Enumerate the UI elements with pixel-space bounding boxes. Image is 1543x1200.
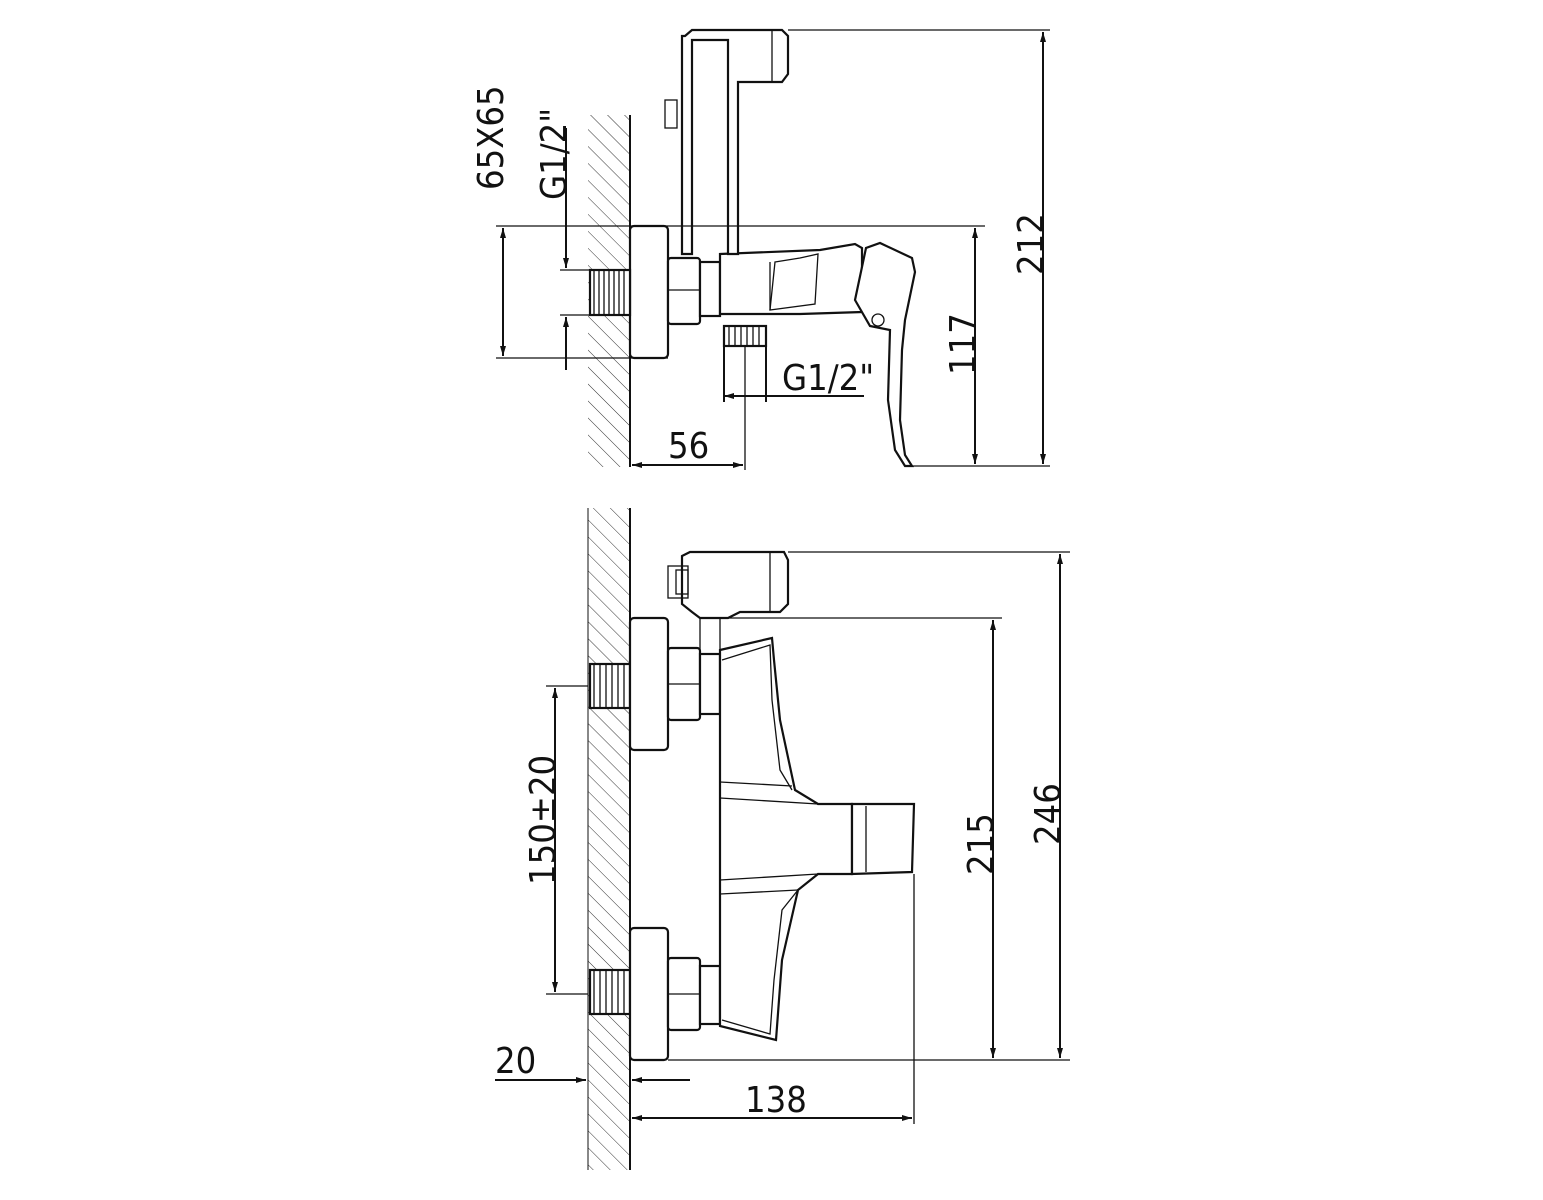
dim-flange-side: 65X65 [471,85,668,359]
mixer-body-front [718,636,854,1042]
lower-inlet-front [588,926,722,1062]
dim-outlet-thread-side: G1/2" [724,358,874,399]
handle-side [853,241,917,468]
shower-holder-side [664,28,790,256]
dim-20: 20 [495,1041,690,1083]
dim-150: 150±20 [523,685,588,995]
label-g12-outlet: G1/2" [782,358,874,399]
front-view: 150±20 20 138 215 246 [495,508,1070,1170]
shower-holder-front [667,550,790,655]
label-65x65: 65X65 [471,85,512,190]
dim-212: 212 [788,29,1052,464]
side-view: 65X65 G1/2" G1/2" 56 117 [471,28,1052,470]
label-138: 138 [745,1080,807,1121]
inlet-pipe-side [588,268,632,317]
label-246: 246 [1028,783,1069,845]
label-150: 150±20 [523,755,564,885]
label-215: 215 [961,813,1002,875]
label-212: 212 [1011,213,1052,275]
label-g12-inlet: G1/2" [534,108,575,200]
flange-plate-side [628,224,670,360]
dim-138: 138 [629,874,915,1124]
label-56: 56 [668,426,709,467]
nut-side [666,256,722,326]
dim-246: 246 [788,551,1070,1058]
handle-front [850,802,916,876]
dim-inlet-thread-side: G1/2" [534,108,590,370]
label-20: 20 [495,1041,536,1082]
dim-215: 215 [668,617,1070,1061]
label-117: 117 [943,313,984,375]
valve-body-side [718,242,864,316]
upper-inlet-front [588,616,722,752]
dim-117: 117 [668,225,1050,467]
dim-56: 56 [632,346,746,470]
wall-hatch-bottom [587,508,631,1170]
